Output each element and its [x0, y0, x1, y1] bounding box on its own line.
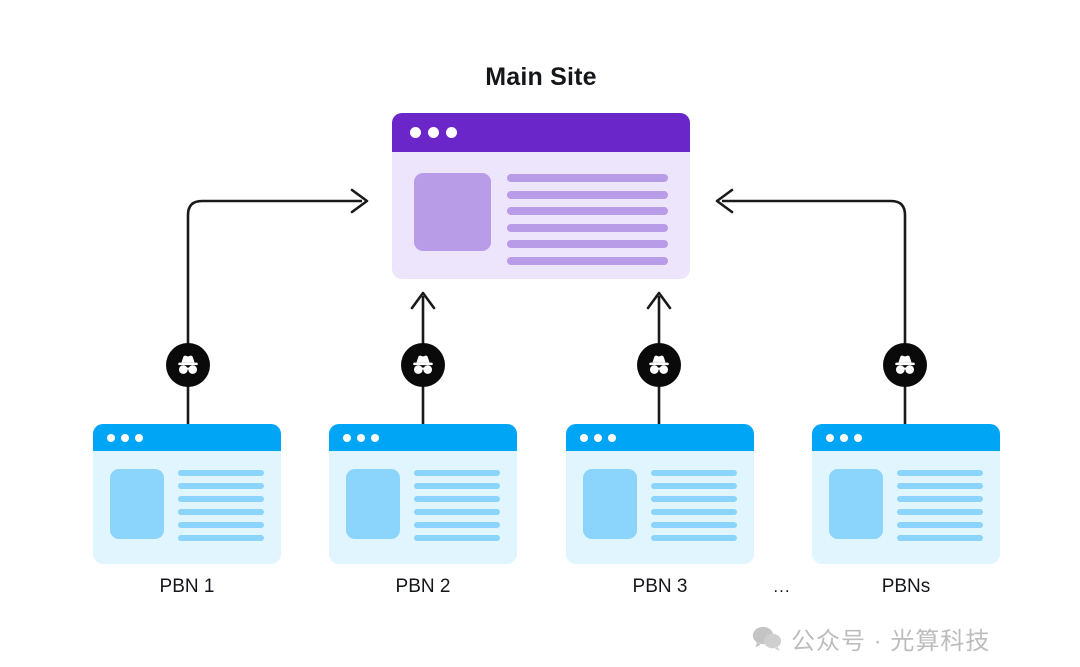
content-lines: [651, 470, 737, 541]
pbn-titlebar: [329, 424, 517, 451]
content-thumbnail: [110, 469, 164, 539]
window-dots: [107, 433, 143, 442]
content-line: [651, 496, 737, 502]
incognito-icon: [649, 355, 669, 374]
watermark: 公众号 · 光算科技: [752, 621, 990, 656]
content-line: [178, 509, 264, 515]
window-dot: [135, 433, 143, 442]
main-site-body: [392, 152, 690, 279]
content-line: [897, 535, 983, 541]
pbn-titlebar: [812, 424, 1000, 451]
content-thumbnail: [583, 469, 637, 539]
window-dot: [608, 433, 616, 442]
window-dot: [343, 433, 351, 442]
content-line: [651, 535, 737, 541]
incognito-badge-pbn-2: [401, 343, 445, 387]
arrow-pbn-4: [722, 199, 907, 345]
pbn-label-3: PBN 3: [632, 576, 688, 597]
pbn-body: [812, 451, 1000, 564]
content-line: [507, 190, 668, 199]
pbn-label-1: PBN 1: [159, 576, 215, 597]
pbn-window-1: [93, 424, 281, 564]
arrowhead-pbn-1: [350, 188, 369, 214]
window-dot: [854, 433, 862, 442]
window-dots: [826, 433, 862, 442]
pbn-window-3: [566, 424, 754, 564]
content-line: [178, 522, 264, 528]
main-site-window: [392, 113, 690, 279]
content-line: [178, 483, 264, 489]
arrowhead-pbn-3: [646, 291, 672, 310]
arrowhead-pbn-4: [715, 188, 734, 214]
content-line: [178, 496, 264, 502]
window-dots: [580, 433, 616, 442]
incognito-icon: [895, 355, 915, 374]
incognito-icon: [178, 355, 198, 374]
content-thumbnail: [346, 469, 400, 539]
content-line: [414, 509, 500, 515]
content-line: [507, 207, 668, 215]
window-dot: [410, 127, 421, 138]
content-line: [414, 496, 500, 502]
content-line: [507, 256, 668, 265]
pbn-titlebar: [566, 424, 754, 451]
content-line: [897, 470, 983, 476]
content-line: [651, 509, 737, 515]
content-line: [178, 470, 264, 476]
pbn-window-4: [812, 424, 1000, 564]
content-lines: [507, 174, 668, 265]
pbn-window-2: [329, 424, 517, 564]
content-thumbnail: [414, 173, 491, 251]
content-line: [507, 223, 668, 232]
window-dot: [826, 433, 834, 442]
window-dot: [428, 127, 439, 138]
content-line: [897, 496, 983, 502]
incognito-badge-pbn-1: [166, 343, 210, 387]
content-line: [414, 522, 500, 528]
main-site-title: Main Site: [485, 63, 597, 91]
incognito-badge-pbn-3: [637, 343, 681, 387]
window-dot: [357, 433, 365, 442]
window-dot: [594, 433, 602, 442]
content-line: [897, 522, 983, 528]
pbn-titlebar: [93, 424, 281, 451]
window-dot: [840, 433, 848, 442]
window-dot: [580, 433, 588, 442]
window-dot: [107, 433, 115, 442]
pbn-body: [93, 451, 281, 564]
window-dots: [410, 127, 457, 138]
pbn-label-2: PBN 2: [395, 576, 451, 597]
arrow-pbn-1: [186, 199, 362, 345]
content-line: [651, 522, 737, 528]
pbn-body: [329, 451, 517, 564]
content-line: [897, 483, 983, 489]
ellipsis-label: ...: [773, 577, 791, 596]
content-line: [178, 535, 264, 541]
pbn-label-4: PBNs: [881, 576, 931, 597]
arrowhead-pbn-2: [410, 291, 436, 310]
content-line: [507, 240, 668, 248]
window-dot: [371, 433, 379, 442]
main-site-titlebar: [392, 113, 690, 152]
content-thumbnail: [829, 469, 883, 539]
content-line: [414, 535, 500, 541]
content-line: [414, 470, 500, 476]
content-lines: [414, 470, 500, 541]
watermark-text: 公众号 · 光算科技: [791, 628, 991, 655]
content-line: [651, 483, 737, 489]
window-dots: [343, 433, 379, 442]
window-dot: [121, 433, 129, 442]
wechat-icon: [752, 626, 782, 651]
incognito-icon: [413, 355, 433, 374]
content-line: [651, 470, 737, 476]
window-dot: [446, 127, 457, 138]
content-line: [414, 483, 500, 489]
pbn-body: [566, 451, 754, 564]
incognito-badge-pbn-4: [883, 343, 927, 387]
content-lines: [897, 470, 983, 541]
content-line: [897, 509, 983, 515]
content-line: [507, 174, 668, 182]
content-lines: [178, 470, 264, 541]
